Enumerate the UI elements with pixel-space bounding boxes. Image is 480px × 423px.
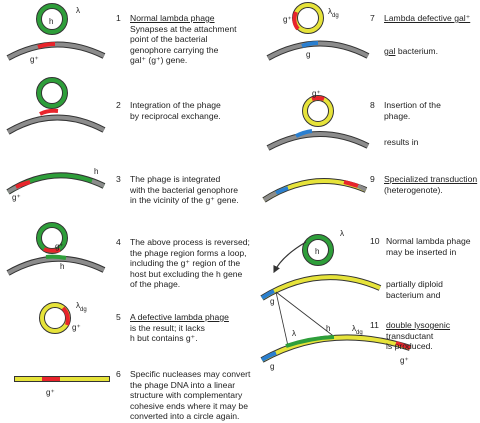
partial-diploid-genophore bbox=[260, 275, 381, 300]
lambda-label: λ bbox=[340, 229, 344, 238]
panel-9-figure bbox=[262, 178, 368, 203]
linear-phage-dna bbox=[15, 377, 109, 381]
gal-minus-genophore bbox=[267, 132, 369, 150]
phage-h-label: h bbox=[94, 167, 98, 176]
panel-4-figure: g⁺ h bbox=[6, 222, 106, 276]
integrating-phage-circle bbox=[37, 78, 67, 108]
gplus-label: g⁺ bbox=[30, 55, 39, 64]
step-7b-text: gal bacterium. bbox=[384, 46, 438, 56]
gplus-label: g⁺ bbox=[55, 242, 64, 251]
panel-1-figure: h λ g⁺ bbox=[6, 3, 106, 64]
gal-gene-segment bbox=[39, 108, 59, 116]
g-label: g bbox=[270, 297, 274, 306]
panel-3-figure: h g⁺ bbox=[6, 167, 106, 202]
bacterial-genophore bbox=[7, 256, 105, 275]
gal-gene-segment bbox=[37, 42, 56, 49]
lambda-dg-label: λdg bbox=[328, 7, 339, 19]
lambda-dg-label: λdg bbox=[76, 301, 87, 313]
phage-h-label: h bbox=[49, 17, 53, 26]
lambda-label: λ bbox=[292, 329, 296, 338]
g-label: g bbox=[270, 362, 274, 371]
panel-6-figure: g⁺ bbox=[14, 376, 110, 397]
panel-7-figure: g⁺ λdg g bbox=[266, 2, 370, 61]
gplus-label: g⁺ bbox=[72, 323, 81, 332]
insertion-arrow bbox=[273, 241, 307, 274]
lambda-phage-circle-fill bbox=[37, 4, 67, 34]
phage-h-label: h bbox=[60, 262, 64, 271]
g-label: g bbox=[306, 50, 310, 59]
panel-11-figure: g λ h λdg g⁺ bbox=[260, 291, 411, 371]
gplus-label: g⁺ bbox=[283, 15, 292, 24]
panel-10-figure: h λ g bbox=[260, 229, 382, 306]
gplus-label: g⁺ bbox=[400, 356, 409, 365]
gplus-label: g⁺ bbox=[12, 193, 21, 202]
panel-2-figure bbox=[6, 77, 106, 135]
phage-h-label: h bbox=[326, 324, 330, 333]
gplus-label: g⁺ bbox=[312, 89, 321, 98]
step-10b-text: partially diploid bacterium and bbox=[386, 279, 443, 300]
step-8b-text: results in bbox=[384, 137, 419, 147]
inserting-phage-circle bbox=[303, 96, 333, 126]
panel-5-figure: λdg g⁺ bbox=[39, 301, 87, 334]
lambda-dg-label: λdg bbox=[352, 324, 363, 336]
phage-h-label: h bbox=[315, 247, 319, 256]
panel-8-figure: g⁺ bbox=[266, 89, 370, 151]
gal-gene-segment bbox=[15, 180, 31, 189]
normal-lambda-phage bbox=[303, 235, 333, 265]
gplus-label: g⁺ bbox=[46, 388, 55, 397]
lambda-label: λ bbox=[76, 6, 80, 15]
